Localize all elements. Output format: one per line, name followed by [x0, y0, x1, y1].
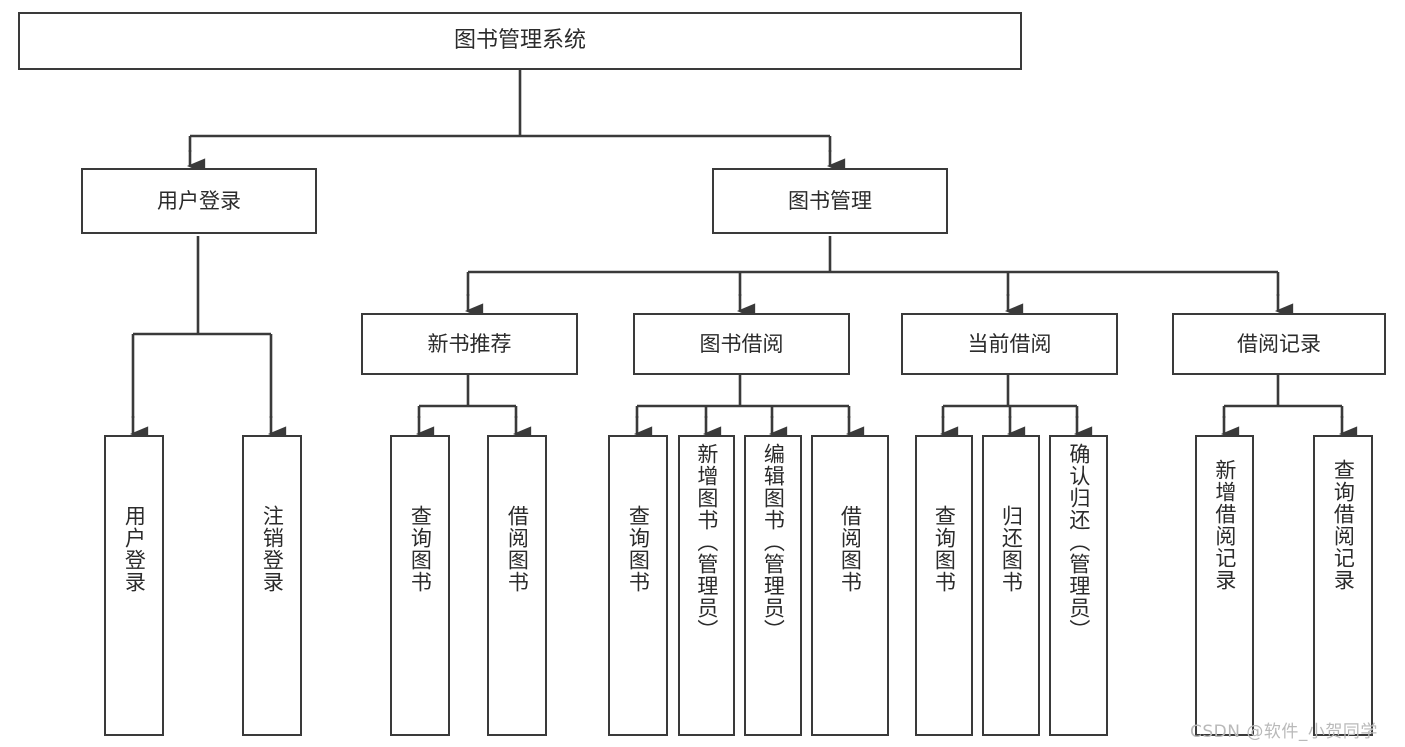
leaf-add-book-admin-label: 新增图书（管理员）: [694, 443, 719, 641]
node-current-borrow[interactable]: 当前借阅: [901, 313, 1118, 375]
csdn-watermark: CSDN @软件_小贺同学: [1190, 722, 1378, 742]
leaf-borrow-book-recommend[interactable]: 借阅图书: [487, 435, 547, 736]
leaf-query-book-borrow[interactable]: 查询图书: [608, 435, 668, 736]
leaf-query-borrow-record-label: 查询借阅记录: [1331, 459, 1356, 591]
leaf-logout[interactable]: 注销登录: [242, 435, 302, 736]
leaf-user-login[interactable]: 用户登录: [104, 435, 164, 736]
leaf-logout-label: 注销登录: [260, 505, 285, 593]
leaf-borrow-book-recommend-label: 借阅图书: [505, 505, 530, 593]
leaf-query-borrow-record[interactable]: 查询借阅记录: [1313, 435, 1373, 736]
node-user-login[interactable]: 用户登录: [81, 168, 317, 234]
leaf-borrow-book[interactable]: 借阅图书: [811, 435, 889, 736]
node-current-borrow-label: 当前借阅: [967, 331, 1052, 356]
node-new-book-recommend[interactable]: 新书推荐: [361, 313, 578, 375]
leaf-edit-book-admin[interactable]: 编辑图书（管理员）: [744, 435, 802, 736]
leaf-query-book-recommend[interactable]: 查询图书: [390, 435, 450, 736]
node-borrow-record-label: 借阅记录: [1237, 331, 1321, 356]
leaf-edit-book-admin-label: 编辑图书（管理员）: [761, 443, 786, 641]
leaf-borrow-book-label: 借阅图书: [838, 505, 863, 593]
leaf-user-login-label: 用户登录: [122, 505, 147, 593]
node-new-book-recommend-label: 新书推荐: [427, 331, 512, 356]
node-root-system[interactable]: 图书管理系统: [18, 12, 1022, 70]
leaf-confirm-return-admin-label: 确认归还（管理员）: [1066, 443, 1091, 641]
leaf-query-book-recommend-label: 查询图书: [408, 505, 433, 593]
leaf-add-borrow-record[interactable]: 新增借阅记录: [1195, 435, 1254, 736]
node-book-management[interactable]: 图书管理: [712, 168, 948, 234]
node-book-borrow[interactable]: 图书借阅: [633, 313, 850, 375]
leaf-return-book[interactable]: 归还图书: [982, 435, 1040, 736]
leaf-add-book-admin[interactable]: 新增图书（管理员）: [678, 435, 735, 736]
leaf-return-book-label: 归还图书: [999, 505, 1024, 593]
leaf-add-borrow-record-label: 新增借阅记录: [1212, 459, 1237, 591]
node-borrow-record[interactable]: 借阅记录: [1172, 313, 1386, 375]
leaf-query-book-borrow-label: 查询图书: [626, 505, 651, 593]
node-user-login-label: 用户登录: [157, 188, 241, 213]
leaf-query-book-current-label: 查询图书: [932, 505, 957, 593]
node-book-management-label: 图书管理: [788, 188, 872, 213]
node-book-borrow-label: 图书借阅: [699, 331, 784, 356]
leaf-query-book-current[interactable]: 查询图书: [915, 435, 973, 736]
leaf-confirm-return-admin[interactable]: 确认归还（管理员）: [1049, 435, 1108, 736]
node-root-label: 图书管理系统: [453, 28, 586, 54]
